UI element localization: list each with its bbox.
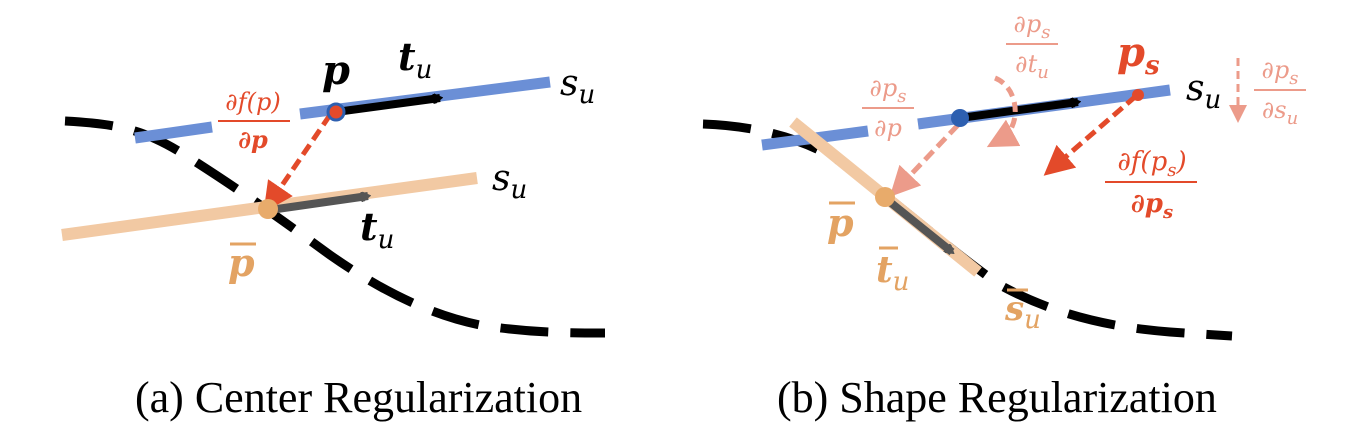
panel-b: ps su p tu su ∂ps ∂tu ∂ps ∂p ∂ps ∂su ∂f(…: [702, 10, 1306, 422]
point-pbar-dot-b: [875, 187, 895, 207]
label-su-top: su: [560, 63, 595, 110]
label-su-bottom: su: [492, 158, 527, 205]
dps-dtu-num: ∂ps: [1013, 10, 1050, 43]
label-tu-bottom: tu: [360, 204, 394, 255]
label-tbar: tu: [876, 249, 909, 297]
grad-b-den: ∂ps: [1131, 189, 1173, 223]
label-pbar: p: [228, 240, 255, 285]
label-p: p: [322, 47, 350, 94]
panel-a: p tu su su tu p ∂f(p) ∂p (a) Center Regu…: [61, 34, 606, 422]
point-ps-dot: [1132, 89, 1144, 101]
label-su-b: su: [1186, 68, 1221, 115]
point-pbar-dot: [258, 199, 278, 219]
gradient-arrow: [263, 113, 333, 213]
dps-dtu-den: ∂tu: [1015, 50, 1049, 83]
tangent-arrow-top: [335, 98, 440, 116]
dps-dsu-num: ∂ps: [1261, 56, 1298, 89]
dps-dsu-den: ∂su: [1262, 96, 1298, 129]
label-sbar: su: [1004, 289, 1041, 335]
label-ps: ps: [1117, 29, 1160, 81]
caption-b: (b) Shape Regularization: [777, 373, 1217, 422]
label-tu-top: tu: [398, 34, 432, 85]
dps-dp-arrow: [889, 123, 960, 197]
blue-splat-line-left: [134, 121, 213, 144]
tangent-arrow-b: [959, 102, 1078, 122]
dps-dp-num: ∂ps: [869, 74, 906, 107]
point-p-dot: [326, 102, 346, 122]
tangent-bar-arrow: [882, 194, 952, 256]
tangent-arrow-bottom: [269, 196, 368, 214]
rotation-arc: [986, 75, 1021, 148]
grad-denominator: ∂p: [238, 125, 268, 154]
grad-b-num: ∂f(ps): [1117, 147, 1186, 181]
blue-center-dot: [951, 109, 969, 127]
label-pbar-b: p: [827, 200, 854, 245]
caption-a: (a) Center Regularization: [135, 373, 582, 422]
grad-numerator: ∂f(p): [225, 88, 280, 116]
dps-dp-den: ∂p: [874, 114, 902, 142]
